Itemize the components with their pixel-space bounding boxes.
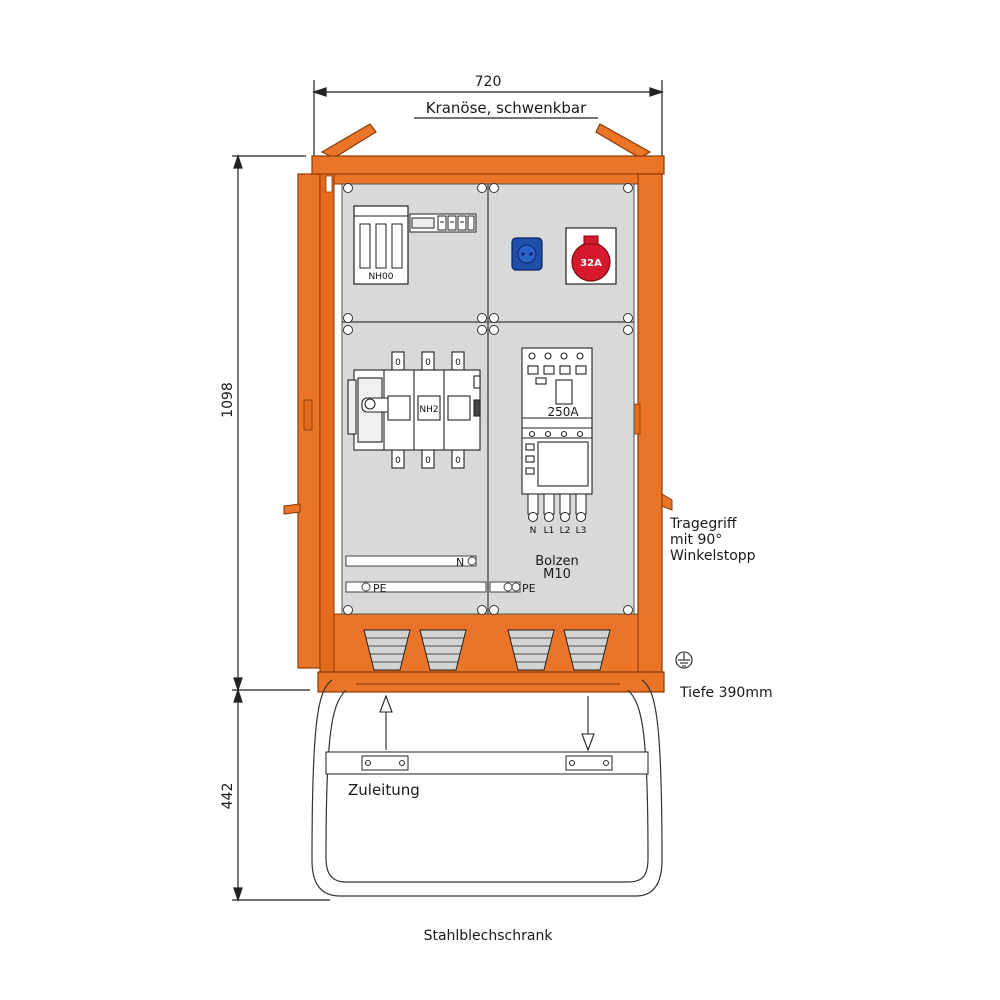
handle-label-line2: mit 90° [670, 532, 722, 548]
svg-text:0: 0 [395, 456, 401, 466]
n-bar-label: N [456, 556, 464, 569]
handle-label-line3: Winkelstopp [670, 548, 756, 564]
height-cabinet-label: 1098 [220, 382, 236, 418]
pe-busbar [345, 581, 521, 593]
mcb-group [409, 213, 477, 233]
handle-right [661, 493, 673, 511]
svg-text:0: 0 [455, 456, 461, 466]
n-busbar [345, 555, 477, 567]
stand-frame [311, 679, 663, 897]
svg-text:L2: L2 [560, 526, 571, 536]
breaker-250a [521, 347, 593, 495]
nh2-label: NH2 [419, 405, 438, 415]
terminal-bolts [527, 493, 587, 522]
svg-text:L1: L1 [544, 526, 555, 536]
pe-left-label: PE [373, 582, 387, 595]
svg-text:0: 0 [425, 358, 431, 368]
stand-crossbar [325, 751, 649, 775]
crane-eye-label: Kranöse, schwenkbar [426, 99, 587, 117]
svg-text:0: 0 [455, 358, 461, 368]
svg-text:0: 0 [425, 456, 431, 466]
arrow-up-icon [379, 694, 393, 750]
height-frame-label: 442 [220, 783, 236, 810]
width-dimension-label: 720 [475, 74, 502, 90]
bolt-label-line2: M10 [543, 567, 571, 582]
cabinet-type-caption: Stahlblechschrank [424, 928, 554, 944]
dimension-height-cabinet [232, 154, 310, 692]
svg-text:N: N [530, 526, 537, 536]
cee-socket-32a [565, 227, 617, 285]
bolt-label-line1: Bolzen [535, 554, 579, 569]
depth-label: Tiefe 390mm [679, 685, 773, 701]
switch-bottom-marks: 0 0 0 [395, 456, 461, 466]
crane-eye-left [320, 123, 377, 159]
supply-label: Zuleitung [348, 781, 420, 799]
nh00-label: NH00 [369, 272, 394, 282]
cee-rating-label: 32A [580, 258, 602, 269]
arrow-down-icon [581, 696, 595, 752]
nh2-switch-disconnector [347, 351, 481, 469]
terminal-labels: N L1 L2 L3 [530, 526, 587, 536]
ground-symbol-icon [675, 651, 693, 669]
cable-glands [363, 629, 611, 671]
handle-left [283, 503, 301, 515]
schuko-socket [511, 237, 543, 271]
handle-label-line1: Tragegriff [669, 516, 737, 532]
switch-top-marks: 0 0 0 [395, 358, 461, 368]
panel-screws [343, 183, 633, 615]
dimension-height-frame [232, 688, 330, 902]
dimension-width [312, 80, 664, 160]
svg-text:L3: L3 [576, 526, 587, 536]
crane-eye-right [595, 123, 652, 159]
svg-text:0: 0 [395, 358, 401, 368]
pe-right-label: PE [522, 582, 536, 595]
breaker-rating-label: 250A [547, 405, 579, 419]
nh00-fuse-base [353, 205, 409, 285]
